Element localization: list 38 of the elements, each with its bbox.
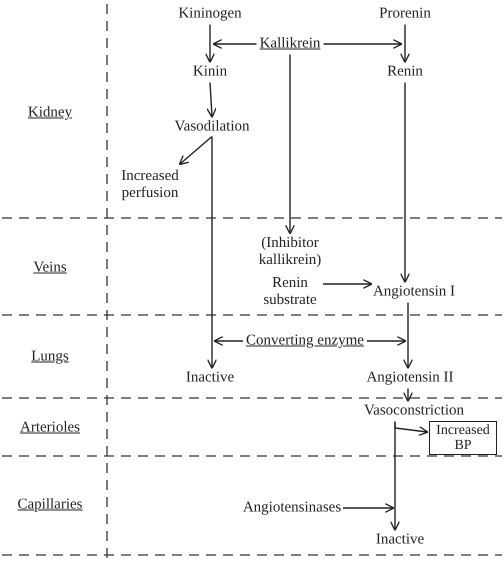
region-label: Kidney (28, 104, 72, 122)
arrow (206, 82, 217, 118)
arrow (367, 336, 407, 346)
term-label: Converting enzyme (246, 332, 364, 350)
term-label: (Inhibitor kallikrein) (249, 235, 331, 269)
outcome-box: Increased BP (429, 421, 497, 455)
term-label: Increased perfusion (114, 168, 186, 202)
arrow (284, 54, 296, 235)
term-label: Inactive (186, 370, 234, 386)
arrow (400, 24, 410, 64)
arrow (402, 388, 414, 402)
term-label: Kallikrein (260, 36, 320, 52)
term-label: Angiotensin II (366, 370, 454, 386)
term-label: Renin substrate (259, 275, 321, 309)
arrow (400, 82, 410, 284)
arrow (402, 302, 414, 370)
term-label: Kininogen (178, 6, 242, 22)
region-label: Arterioles (20, 420, 80, 436)
arrow (324, 38, 403, 50)
term-label: Angiotensinases (242, 500, 342, 516)
arrow (390, 422, 400, 532)
region-label: Lungs (31, 348, 69, 366)
arrow (343, 502, 395, 514)
term-label: Angiotensin I (372, 284, 456, 300)
region-label: Veins (33, 260, 67, 276)
arrow (213, 336, 243, 346)
term-label: Vasodilation (174, 118, 250, 136)
arrow (178, 136, 212, 166)
arrow (204, 24, 216, 64)
term-label: Prorenin (379, 6, 431, 22)
term-label: Vasoconstriction (364, 402, 464, 420)
arrow (323, 278, 373, 290)
term-label: Renin (387, 64, 423, 80)
term-label: Inactive (376, 532, 424, 548)
term-label: Kinin (192, 64, 228, 80)
arrow (212, 38, 256, 50)
region-label: Capillaries (18, 496, 82, 514)
arrow (206, 136, 218, 370)
